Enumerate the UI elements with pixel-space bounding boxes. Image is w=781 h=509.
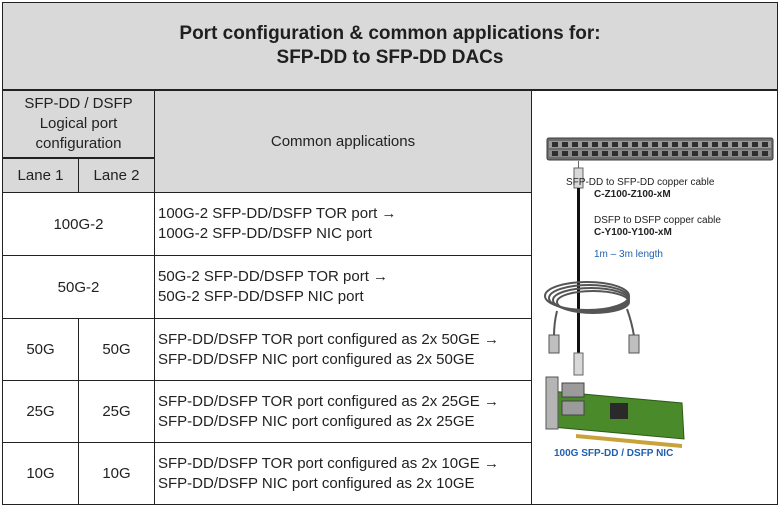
logical-port-header-line-3: configuration [35,135,122,152]
config-cell: 50G-2 [2,255,155,319]
lane2-cell: 25G [78,380,155,443]
application-line: SFP-DD/DSFP NIC port configured as 2x 10… [158,474,475,492]
lane1-cell: 50G [2,318,79,381]
title-line-1: Port configuration & common applications… [179,23,601,44]
nic-card-icon [545,376,685,448]
nic-label: 100G SFP-DD / DSFP NIC [554,448,674,459]
lane1-cell: 25G [2,380,79,443]
coiled-cable-icon [544,281,635,337]
lane2-cell: 50G [78,318,155,381]
switch-icon [546,137,774,161]
logical-port-header-line-1: SFP-DD / DSFP [24,95,133,112]
application-line: SFP-DD/DSFP TOR port configured as 2x 50… [158,330,499,348]
title-line-2: SFP-DD to SFP-DD DACs [276,47,504,68]
application-line: 100G-2 SFP-DD/DSFP NIC port [158,225,372,242]
cable1-part-number: C-Z100-Z100-xM [594,189,671,200]
application-line: SFP-DD/DSFP NIC port configured as 2x 25… [158,412,475,430]
application-cell: 50G-2 SFP-DD/DSFP TOR port → 50G-2 SFP-D… [154,255,532,319]
lane1-header: Lane 1 [2,158,79,193]
application-cell: SFP-DD/DSFP TOR port configured as 2x 25… [154,380,532,443]
application-line: 100G-2 SFP-DD/DSFP TOR port → [158,205,397,222]
application-line: SFP-DD/DSFP TOR port configured as 2x 25… [158,392,499,410]
lane2-cell: 10G [78,442,155,505]
lane1-cell: 10G [2,442,79,505]
application-line: 50G-2 SFP-DD/DSFP NIC port [158,288,364,305]
cable-connector-bottom-icon [573,352,584,376]
table-title: Port configuration & common applications… [2,2,778,90]
application-line: SFP-DD/DSFP NIC port configured as 2x 50… [158,350,475,368]
application-line: SFP-DD/DSFP TOR port configured as 2x 10… [158,454,499,472]
cable-end-connector-icon [548,334,640,354]
logical-port-header-line-2: Logical port [39,115,118,132]
application-cell: SFP-DD/DSFP TOR port configured as 2x 10… [154,442,532,505]
lane2-header: Lane 2 [78,158,155,193]
product-illustration-panel: SFP-DD to SFP-DD copper cable C-Z100-Z10… [531,90,778,505]
common-applications-header: Common applications [154,90,532,193]
config-cell: 100G-2 [2,192,155,256]
product-illustration [544,137,774,448]
cable2-part-number: C-Y100-Y100-xM [594,227,672,238]
application-cell: SFP-DD/DSFP TOR port configured as 2x 50… [154,318,532,381]
cable-length-label: 1m – 3m length [594,249,663,260]
cable1-description: SFP-DD to SFP-DD copper cable [566,177,715,188]
application-line: 50G-2 SFP-DD/DSFP TOR port → [158,268,389,285]
cable2-description: DSFP to DSFP copper cable [594,215,721,226]
logical-port-header: SFP-DD / DSFP Logical port configuration [2,90,155,158]
application-cell: 100G-2 SFP-DD/DSFP TOR port → 100G-2 SFP… [154,192,532,256]
